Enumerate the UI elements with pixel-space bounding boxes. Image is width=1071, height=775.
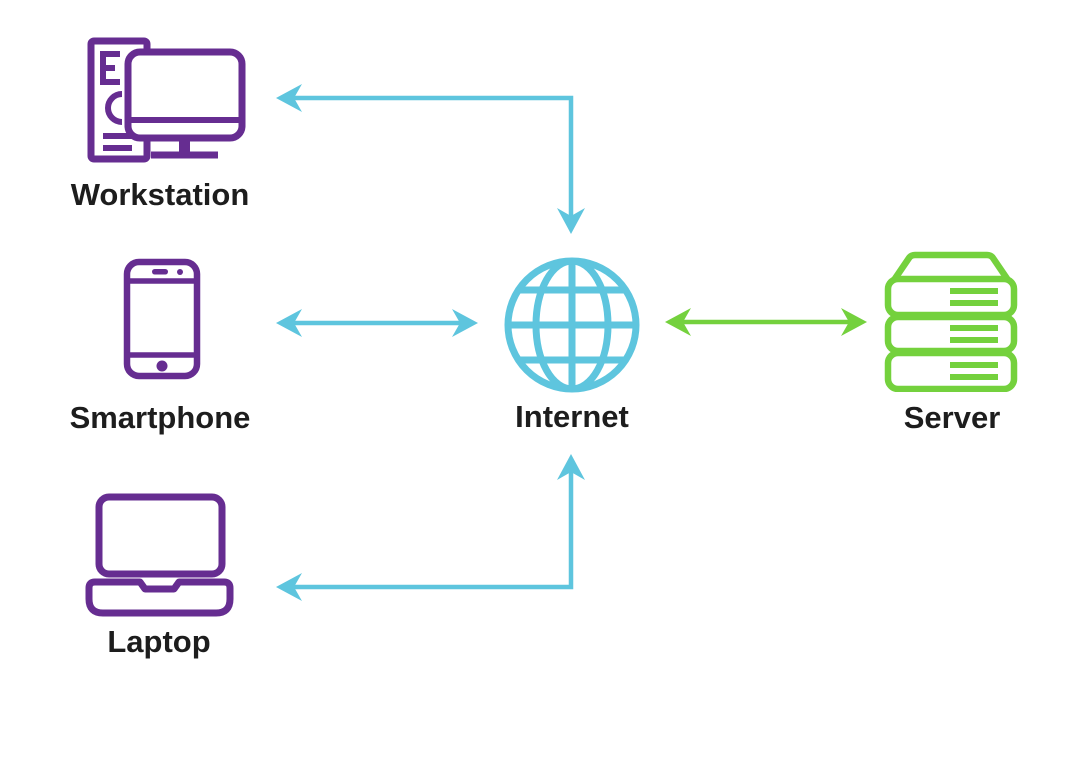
arrowhead-left-icon xyxy=(276,309,302,337)
arrow-internet-server xyxy=(665,308,867,336)
arrowhead-right-icon xyxy=(452,309,478,337)
node-laptop: Laptop xyxy=(82,487,237,659)
smartphone-icon xyxy=(123,258,201,380)
laptop-icon xyxy=(85,493,234,617)
arrow-internet-laptop xyxy=(276,454,585,601)
node-internet: Internet xyxy=(497,250,647,434)
arrowhead-left-icon xyxy=(276,84,302,112)
node-workstation: Workstation xyxy=(71,36,249,212)
arrowhead-right-icon xyxy=(841,308,867,336)
arrowhead-left-icon xyxy=(665,308,691,336)
workstation-icon xyxy=(87,37,246,163)
laptop-label: Laptop xyxy=(107,624,211,659)
node-server: Server xyxy=(882,247,1022,435)
arrowhead-down-icon xyxy=(557,208,585,234)
server-label: Server xyxy=(903,400,1001,435)
arrowhead-left-icon xyxy=(276,573,302,601)
internet-label: Internet xyxy=(515,399,629,434)
arrow-internet-workstation xyxy=(276,84,585,234)
smartphone-label: Smartphone xyxy=(69,400,251,435)
arrowhead-up-icon xyxy=(557,454,585,480)
server-stack-icon xyxy=(884,251,1018,392)
node-smartphone: Smartphone xyxy=(70,253,250,435)
globe-icon xyxy=(504,257,640,393)
arrow-smartphone-internet xyxy=(276,309,478,337)
workstation-label: Workstation xyxy=(70,177,250,212)
